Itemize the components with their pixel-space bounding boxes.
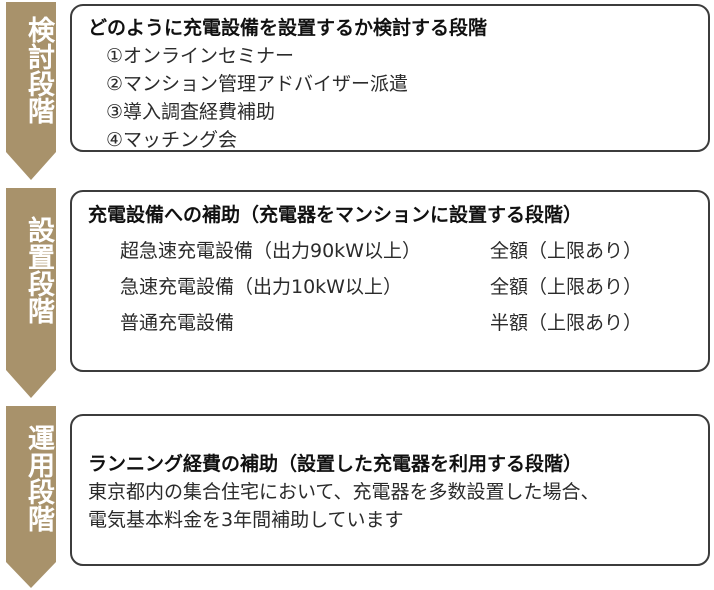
arrow-shape-3 [6, 406, 56, 588]
stage-title-2: 充電設備への補助（充電器をマンションに設置する段階） [88, 204, 583, 226]
equipment-type: 超急速充電設備（出力90kW以上） [120, 240, 421, 262]
subsidy-amount: 全額（上限あり） [490, 240, 643, 262]
description-line: 電気基本料金を3年間補助しています [88, 509, 404, 531]
subsidy-amount: 半額（上限あり） [490, 312, 643, 334]
stage-label-2: 設置段階 [23, 216, 54, 324]
stage-label-3: 運用段階 [23, 424, 54, 532]
stage-arrow-1: 検討段階 [6, 2, 56, 180]
equipment-type: 普通充電設備 [120, 312, 235, 334]
stage-box-3: ランニング経費の補助（設置した充電器を利用する段階） 東京都内の集合住宅において… [70, 414, 710, 566]
table-row: 急速充電設備（出力10kW以上） 全額（上限あり） [88, 272, 708, 308]
stage-title-1: どのように充電設備を設置するか検討する段階 [88, 17, 488, 39]
list-item: ②マンション管理アドバイザー派遣 [106, 73, 409, 95]
equipment-type: 急速充電設備（出力10kW以上） [120, 276, 402, 298]
arrow-shape-1 [6, 2, 56, 180]
list-item: ④マッチング会 [106, 129, 238, 151]
stage-arrow-3: 運用段階 [6, 406, 56, 588]
list-item: ①オンラインセミナー [106, 45, 295, 67]
subsidy-amount: 全額（上限あり） [490, 276, 643, 298]
stage-box-1: どのように充電設備を設置するか検討する段階 ①オンラインセミナー ②マンション管… [70, 4, 710, 152]
stage-arrow-2: 設置段階 [6, 188, 56, 398]
table-row: 普通充電設備 半額（上限あり） [88, 308, 708, 344]
stage-title-3: ランニング経費の補助（設置した充電器を利用する段階） [88, 453, 583, 475]
description-line: 東京都内の集合住宅において、充電器を多数設置した場合、 [88, 481, 600, 503]
arrow-shape-2 [6, 188, 56, 398]
stage-box-2: 充電設備への補助（充電器をマンションに設置する段階） 超急速充電設備（出力90k… [70, 190, 710, 372]
table-row: 超急速充電設備（出力90kW以上） 全額（上限あり） [88, 236, 708, 272]
stage-label-1: 検討段階 [23, 16, 54, 124]
list-item: ③導入調査経費補助 [106, 101, 276, 123]
